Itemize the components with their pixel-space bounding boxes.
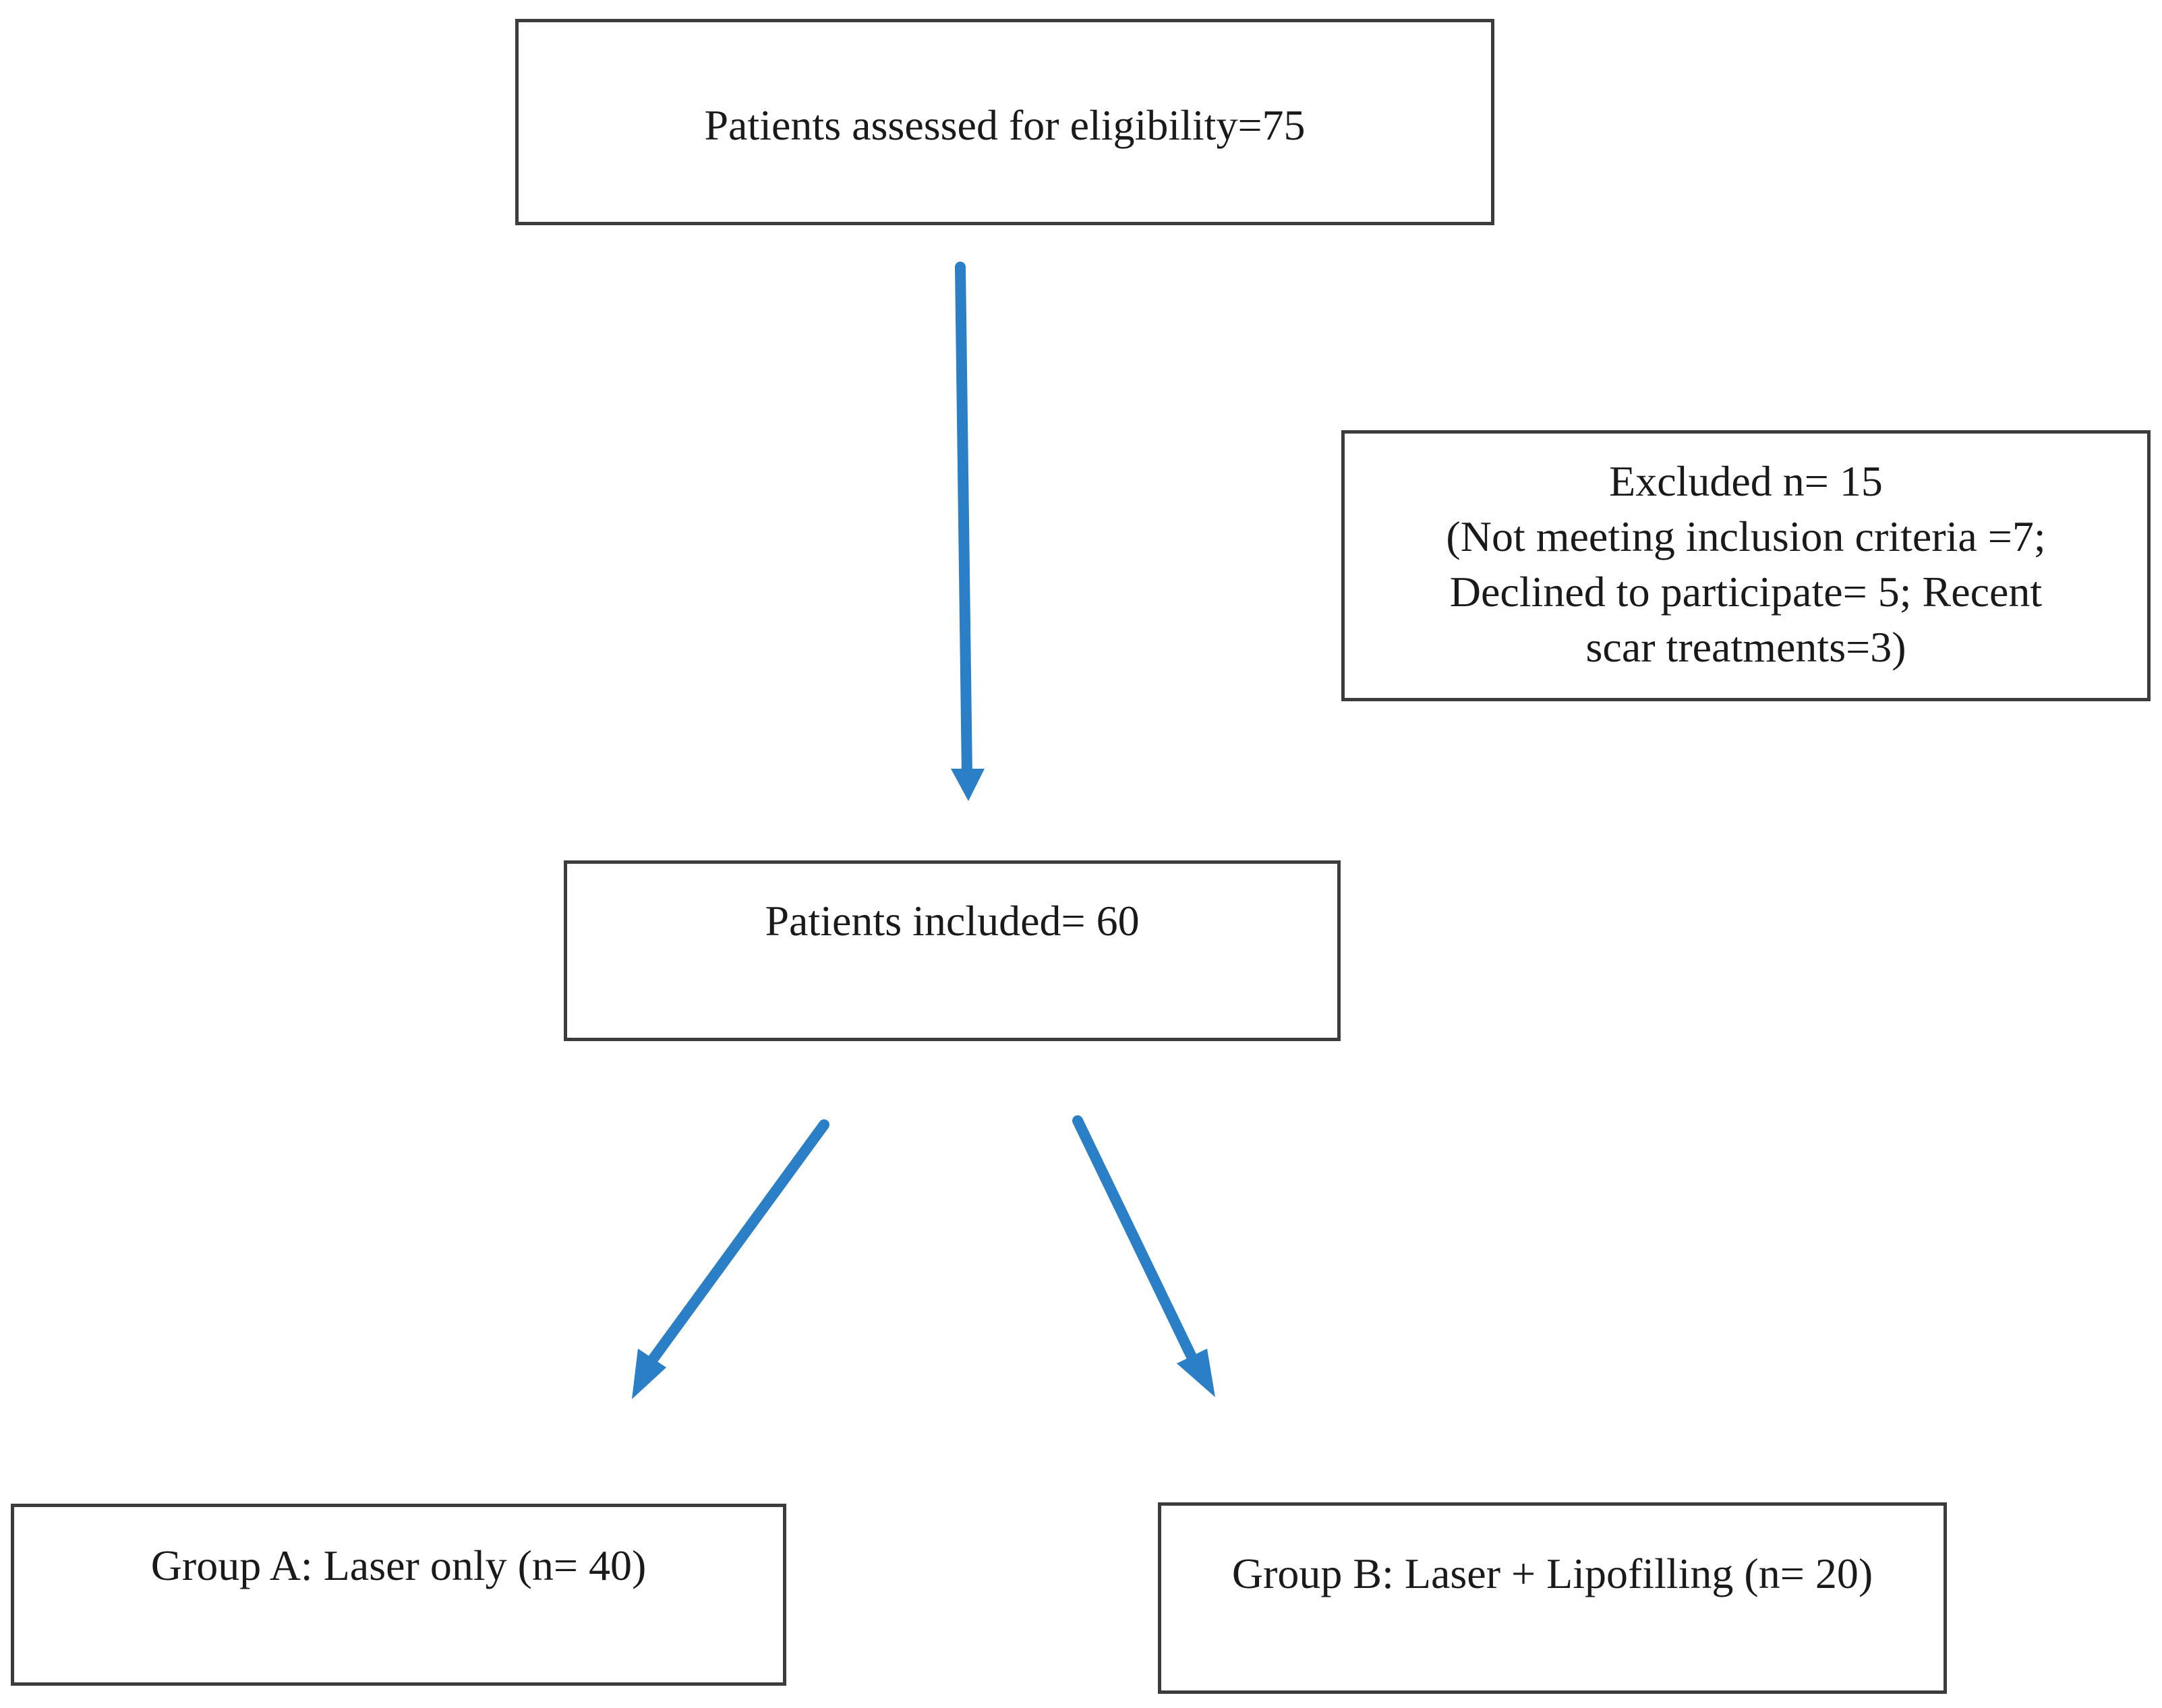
excluded-text: Excluded n= 15 (Not meeting inclusion cr… (1345, 454, 2147, 675)
excluded-box: Excluded n= 15 (Not meeting inclusion cr… (1341, 430, 2151, 701)
excluded-line-2: (Not meeting inclusion criteria =7; (1446, 512, 2046, 560)
arrow-included-to-group-a (632, 1119, 829, 1399)
group-b-label: Group B: Laser + Lipofilling (n= 20) (1231, 1550, 1873, 1597)
arrow-included-to-group-b (1072, 1115, 1215, 1397)
included-label: Patients included= 60 (765, 897, 1140, 945)
group-a-label: Group A: Laser only (n= 40) (150, 1541, 647, 1589)
group-a-box: Group A: Laser only (n= 40) (11, 1504, 786, 1686)
assessed-label: Patients assessed for eligibility=75 (704, 101, 1306, 149)
excluded-line-1: Excluded n= 15 (1609, 457, 1883, 505)
assessed-box: Patients assessed for eligibility=75 (515, 19, 1494, 225)
group-b-box: Group B: Laser + Lipofilling (n= 20) (1158, 1502, 1947, 1694)
excluded-line-4: scar treatments=3) (1585, 622, 1906, 671)
excluded-line-3: Declined to participate= 5; Recent (1449, 567, 2043, 616)
included-box: Patients included= 60 (564, 860, 1341, 1041)
arrow-assessed-to-included (951, 262, 985, 801)
